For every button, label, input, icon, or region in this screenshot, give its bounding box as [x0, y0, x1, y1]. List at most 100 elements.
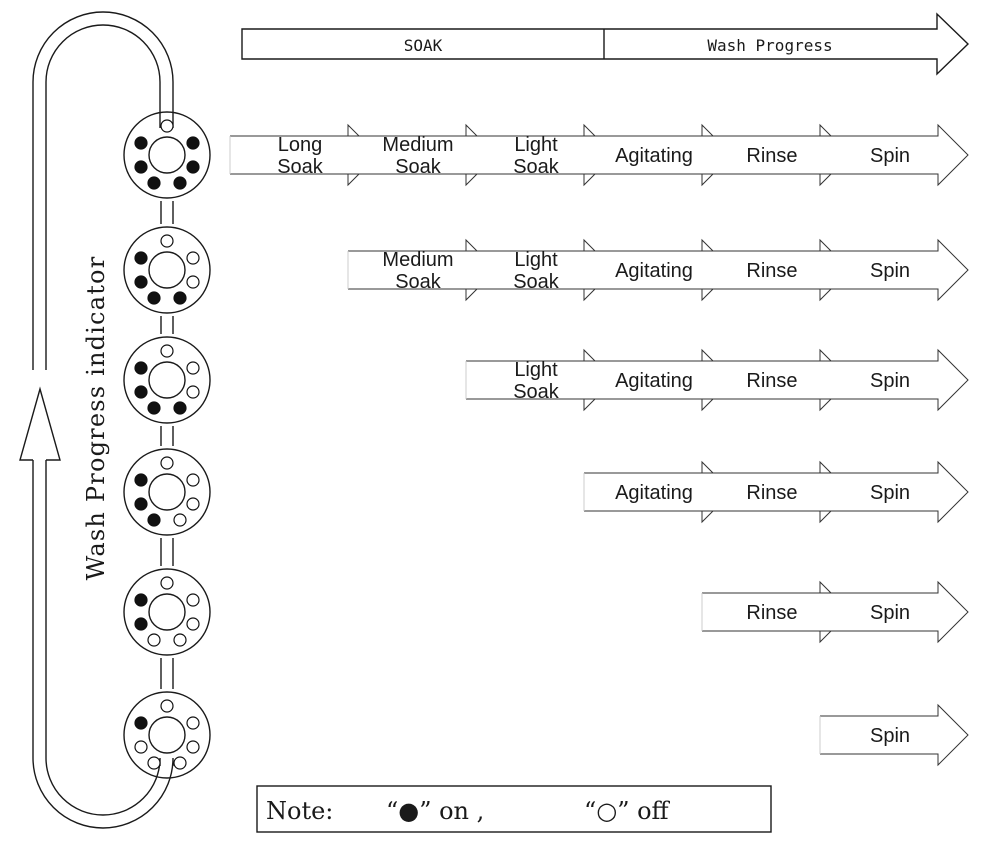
stage-arrow: Spin: [820, 348, 969, 412]
indicator-dot-on: [173, 291, 187, 305]
indicator-dot-off: [186, 473, 200, 487]
indicator-dot-on: [134, 361, 148, 375]
stage-label-line1: Long: [278, 134, 323, 156]
indicator-dot-off: [160, 344, 174, 358]
indicator-dot-on: [147, 291, 161, 305]
note-on-text: “●” on ,: [386, 797, 484, 825]
indicator-dot-on: [147, 513, 161, 527]
indicator-dial: [123, 691, 211, 779]
cycle-loop: [19, 11, 174, 829]
indicator-dot-off: [186, 617, 200, 631]
indicator-dot-off: [186, 593, 200, 607]
stage-arrow: Spin: [820, 460, 969, 524]
stage-label-line1: Medium: [382, 134, 453, 156]
indicator-dot-off: [173, 633, 187, 647]
indicator-column: [123, 111, 211, 779]
header-soak-label: SOAK: [404, 36, 443, 55]
side-label: Wash Progress indicator: [82, 256, 110, 581]
stage-label: Rinse: [746, 370, 797, 392]
indicator-dot-on: [134, 160, 148, 174]
indicator-dot-off: [186, 275, 200, 289]
stage-arrow-shape: [820, 238, 969, 302]
note-off-text: “○” off: [584, 797, 671, 825]
indicator-dot-off: [186, 385, 200, 399]
stage-label: Agitating: [615, 260, 693, 282]
stage-arrow-shape: [820, 703, 969, 767]
indicator-dot-on: [186, 136, 200, 150]
header-arrow: SOAK Wash Progress: [241, 12, 970, 76]
indicator-dot-on: [134, 385, 148, 399]
indicator-dot-on: [134, 136, 148, 150]
stage-arrow-shape: [820, 348, 969, 412]
indicator-dot-on: [134, 593, 148, 607]
header-progress-label: Wash Progress: [707, 36, 832, 55]
stage-label-line1: Light: [514, 359, 558, 381]
stage-label-line1: Light: [514, 249, 558, 271]
stage-row: Agitating Rinse Spin: [583, 460, 969, 524]
stage-arrow-shape: [820, 580, 969, 644]
stage-arrow: Spin: [819, 703, 969, 767]
stage-label-line2: Soak: [395, 271, 442, 293]
dial-outer-ring: [123, 336, 211, 424]
stage-label: Rinse: [746, 260, 797, 282]
stage-label-line2: Soak: [513, 271, 560, 293]
indicator-dot-off: [173, 756, 187, 770]
stage-label: Spin: [870, 482, 910, 504]
indicator-dot-off: [186, 251, 200, 265]
indicator-dot-on: [134, 251, 148, 265]
legend-note: Note: “●” on , “○” off: [256, 785, 772, 833]
indicator-dot-off: [160, 456, 174, 470]
stage-label: Agitating: [615, 482, 693, 504]
stage-label-line2: Soak: [513, 156, 560, 178]
stage-label: Spin: [870, 725, 910, 747]
indicator-dot-off: [186, 497, 200, 511]
dial-center: [148, 136, 186, 174]
dial-center: [148, 251, 186, 289]
note-prefix: Note:: [266, 797, 333, 825]
stage-label: Rinse: [746, 602, 797, 624]
stage-label-line2: Soak: [395, 156, 442, 178]
stage-label-line1: Light: [514, 134, 558, 156]
stage-arrow: Spin: [820, 238, 969, 302]
dial-outer-ring: [123, 111, 211, 199]
stage-label: Rinse: [746, 482, 797, 504]
stage-label-line2: Soak: [513, 381, 560, 403]
indicator-dot-on: [134, 275, 148, 289]
dial-outer-ring: [123, 448, 211, 536]
indicator-dot-off: [134, 740, 148, 754]
dial-center: [148, 716, 186, 754]
indicator-dial: [123, 111, 211, 199]
indicator-dot-off: [186, 361, 200, 375]
dial-outer-ring: [123, 568, 211, 656]
indicator-dot-off: [160, 576, 174, 590]
dial-outer-ring: [123, 226, 211, 314]
stage-arrow: Spin: [820, 580, 969, 644]
stage-label: Spin: [870, 260, 910, 282]
indicator-dot-on: [134, 497, 148, 511]
stage-label: Agitating: [615, 370, 693, 392]
indicator-dot-on: [147, 176, 161, 190]
indicator-dot-off: [160, 699, 174, 713]
stage-arrow-shape: [820, 123, 969, 187]
indicator-dot-on: [134, 716, 148, 730]
indicator-dot-off: [186, 716, 200, 730]
stage-row: Spin: [819, 703, 969, 767]
loop-arrowhead: [19, 386, 61, 461]
stage-arrow: Spin: [820, 123, 969, 187]
stage-label: Spin: [870, 370, 910, 392]
dial-center: [148, 473, 186, 511]
stage-label: Spin: [870, 602, 910, 624]
indicator-dot-on: [134, 617, 148, 631]
indicator-dot-on: [173, 176, 187, 190]
dial-center: [148, 593, 186, 631]
indicator-dot-on: [173, 401, 187, 415]
stage-label-line2: Soak: [277, 156, 324, 178]
indicator-dot-on: [186, 160, 200, 174]
